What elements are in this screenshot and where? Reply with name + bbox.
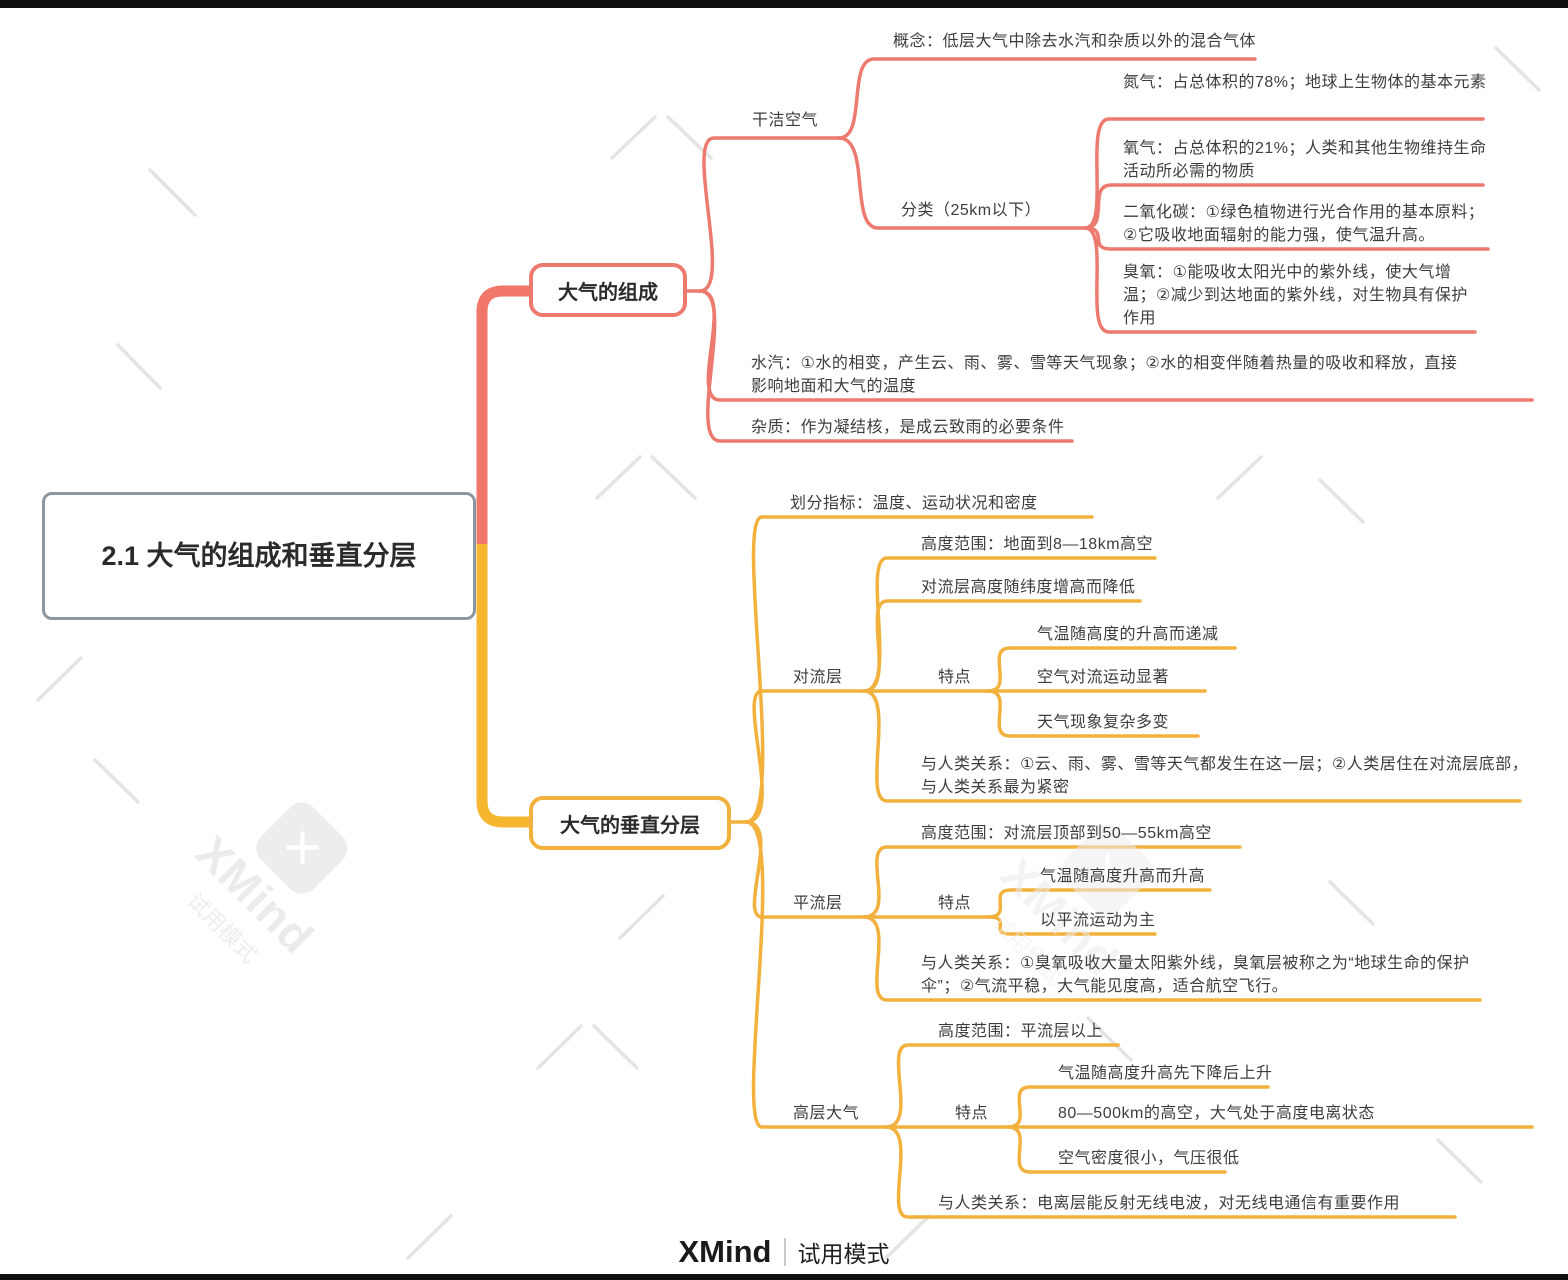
node-troposphere-human-relation[interactable]: 与人类关系：①云、雨、雾、雪等天气都发生在这一层；②人类居住在对流层底部，与人类…	[921, 756, 1529, 796]
node-troposphere-feature-temp[interactable]: 气温随高度的升高而递减	[1037, 626, 1219, 643]
node-troposphere-feature-convection[interactable]: 空气对流运动显著	[1037, 669, 1170, 686]
node-upper-features[interactable]: 特点	[955, 1105, 989, 1122]
red-branch-lines	[476, 57, 1534, 552]
node-troposphere-height-range[interactable]: 高度范围：地面到8—18km高空	[921, 536, 1154, 553]
node-stratosphere-height-range[interactable]: 高度范围：对流层顶部到50—55km高空	[921, 825, 1212, 842]
branch-composition[interactable]: 大气的组成	[529, 263, 687, 317]
background-chevrons	[36, 46, 1541, 1260]
footer: XMind 试用模式	[0, 1230, 1568, 1274]
node-dry-clean-air[interactable]: 干洁空气	[752, 112, 819, 129]
node-stratosphere-features[interactable]: 特点	[938, 895, 972, 912]
node-water-vapor[interactable]: 水汽：①水的相变，产生云、雨、雾、雪等天气现象；②水的相变伴随着热量的吸收和释放…	[751, 355, 1458, 395]
node-upper-feature-density[interactable]: 空气密度很小，气压很低	[1058, 1150, 1240, 1167]
node-impurities[interactable]: 杂质：作为凝结核，是成云致雨的必要条件	[751, 419, 1065, 436]
bottom-letterbox-bar	[0, 1274, 1568, 1280]
branch-vertical-layers[interactable]: 大气的垂直分层	[529, 796, 731, 850]
footer-xmind-brand: XMind	[678, 1234, 772, 1269]
node-classification[interactable]: 分类（25km以下）	[901, 202, 1042, 219]
node-troposphere-latitude[interactable]: 对流层高度随纬度增高而降低	[921, 579, 1136, 596]
node-troposphere-features[interactable]: 特点	[938, 669, 972, 686]
node-stratosphere-feature-temp[interactable]: 气温随高度升高而升高	[1040, 868, 1206, 885]
root-topic[interactable]: 2.1 大气的组成和垂直分层	[42, 492, 476, 620]
mindmap-canvas: ✕ XMind 试用模式 ✕ XMind 试用模式 2.1 大气的组成和垂直分层…	[0, 8, 1568, 1274]
node-oxygen[interactable]: 氧气：占总体积的21%；人类和其他生物维持生命活动所必需的物质	[1123, 140, 1487, 180]
node-upper-feature-temp[interactable]: 气温随高度升高先下降后上升	[1058, 1065, 1273, 1082]
node-upper-human-relation[interactable]: 与人类关系：电离层能反射无线电波，对无线电通信有重要作用	[938, 1195, 1401, 1212]
node-upper-feature-ionized[interactable]: 80—500km的高空，大气处于高度电离状态	[1058, 1105, 1375, 1122]
connector-lines-layer	[36, 46, 1541, 1260]
node-carbon-dioxide[interactable]: 二氧化碳：①绿色植物进行光合作用的基本原料；②它吸收地面辐射的能力强，使气温升高…	[1123, 204, 1485, 244]
footer-divider	[783, 1238, 786, 1266]
node-upper-atmosphere[interactable]: 高层大气	[793, 1105, 860, 1122]
node-stratosphere[interactable]: 平流层	[793, 895, 843, 912]
footer-trial-mode-label: 试用模式	[797, 1241, 890, 1267]
node-division-criteria[interactable]: 划分指标：温度、运动状况和密度	[790, 495, 1038, 512]
node-stratosphere-feature-flow[interactable]: 以平流运动为主	[1040, 912, 1156, 929]
node-troposphere[interactable]: 对流层	[793, 669, 843, 686]
node-nitrogen[interactable]: 氮气：占总体积的78%；地球上生物体的基本元素	[1123, 74, 1487, 91]
top-letterbox-bar	[0, 0, 1568, 8]
node-concept[interactable]: 概念：低层大气中除去水汽和杂质以外的混合气体	[893, 33, 1257, 50]
node-ozone[interactable]: 臭氧：①能吸收太阳光中的紫外线，使大气增温；②减少到达地面的紫外线，对生物具有保…	[1123, 264, 1468, 327]
node-upper-height-range[interactable]: 高度范围：平流层以上	[938, 1023, 1104, 1040]
node-stratosphere-human-relation[interactable]: 与人类关系：①臭氧吸收大量太阳紫外线，臭氧层被称之为“地球生命的保护伞”；②气流…	[921, 955, 1470, 995]
node-troposphere-feature-weather[interactable]: 天气现象复杂多变	[1037, 714, 1170, 731]
yellow-branch-lines	[476, 515, 1534, 1219]
